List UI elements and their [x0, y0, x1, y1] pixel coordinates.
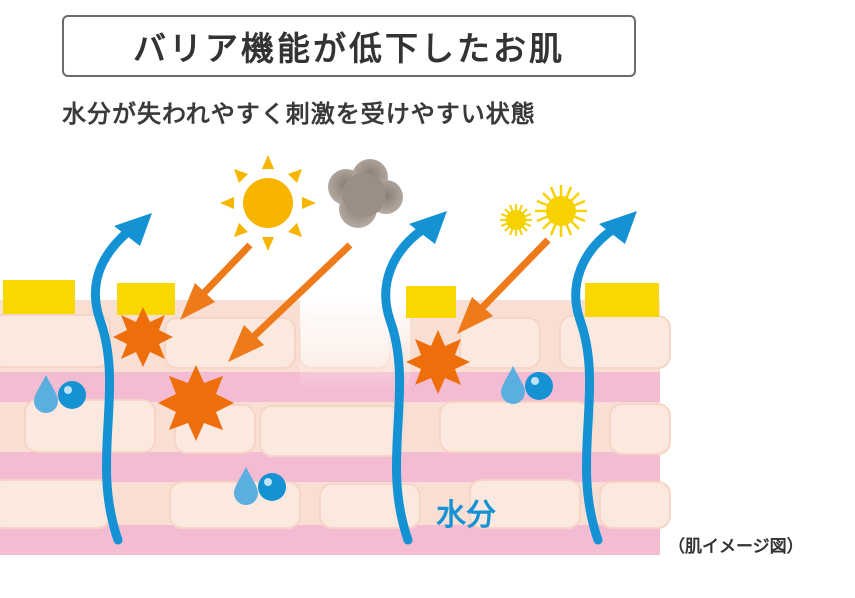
burst-icon — [113, 307, 173, 367]
water-arrows — [90, 223, 620, 545]
smoke-cloud-icon — [328, 159, 403, 228]
pollen-icon — [500, 204, 532, 236]
sebum-block — [585, 283, 659, 317]
burst-icon — [158, 365, 234, 441]
sebum-block — [3, 280, 75, 314]
water-label: 水分 — [436, 498, 496, 533]
sun-icon — [220, 155, 316, 251]
pollen-icon — [535, 185, 587, 237]
water-drop-icon — [34, 375, 86, 413]
water-drop-icon — [234, 467, 286, 505]
water-drop-icon — [501, 366, 553, 404]
water-arrowheads — [114, 211, 637, 246]
title-box: バリア機能が低下したお肌 — [62, 15, 636, 77]
figure-caption: （肌イメージ図） — [668, 537, 804, 557]
sebum-block — [406, 286, 456, 318]
sebum-block — [117, 283, 175, 315]
burst-icon — [406, 330, 470, 394]
title-text: バリア機能が低下したお肌 — [133, 29, 565, 68]
irritant-arrows — [180, 237, 551, 362]
subtitle: 水分が失われやすく刺激を受けやすい状態 — [62, 100, 536, 128]
